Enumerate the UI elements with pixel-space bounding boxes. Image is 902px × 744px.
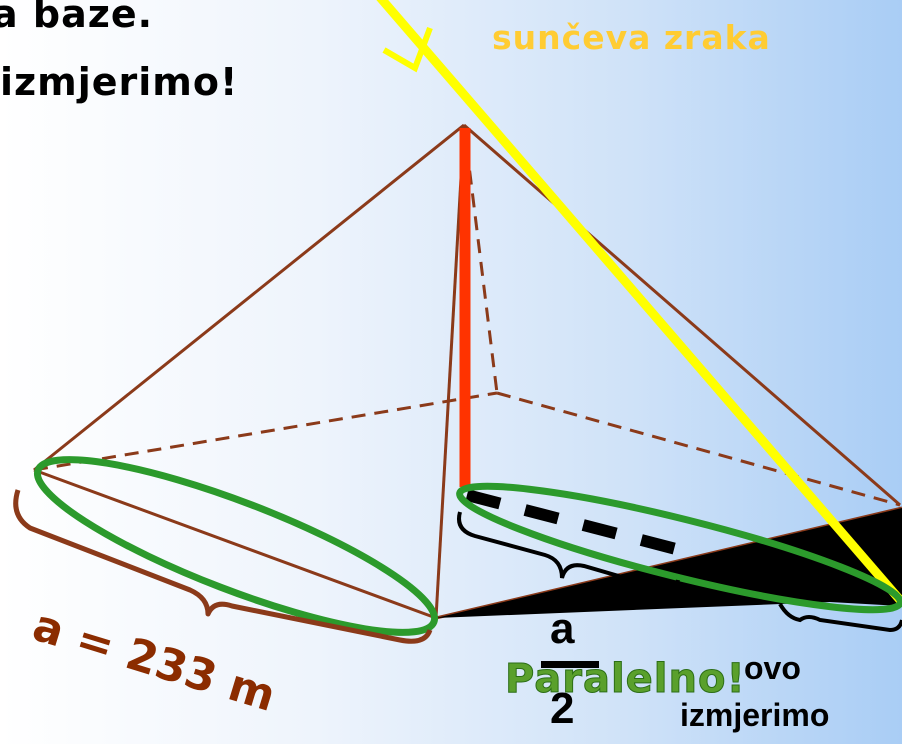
half-base-brace: [457, 511, 680, 591]
visible-edge-left: [33, 123, 465, 472]
base-center-dash: [465, 489, 682, 556]
heading-line-1: a baze.: [0, 0, 154, 36]
fraction-bar: [541, 661, 599, 668]
fraction-denominator: 2: [550, 684, 575, 733]
shadow-brace: [778, 602, 902, 633]
measure-label-line-2: izmjerimo: [680, 697, 830, 733]
heading-line-2: izmjerimo!: [0, 60, 239, 104]
visible-edge-front: [434, 124, 466, 619]
base-side-ellipse: [33, 456, 439, 636]
measure-label-line-1: ovo: [744, 650, 801, 686]
fraction-numerator: a: [550, 604, 575, 653]
visible-edge-right: [463, 123, 901, 507]
hidden-edge-right: [496, 391, 901, 507]
sun-ray: [376, 0, 902, 603]
pyramid-shadow: [436, 508, 902, 618]
parallel-label: Paralelno!: [505, 656, 746, 703]
base-side-brace: [13, 489, 433, 644]
base-front-edge: [33, 468, 437, 620]
sun-ray-label: sunčeva zraka: [492, 18, 771, 57]
shadow-length-ellipse: [456, 482, 902, 614]
hidden-edge-left: [33, 391, 498, 472]
sun-ray-arrowhead: [382, 26, 433, 73]
